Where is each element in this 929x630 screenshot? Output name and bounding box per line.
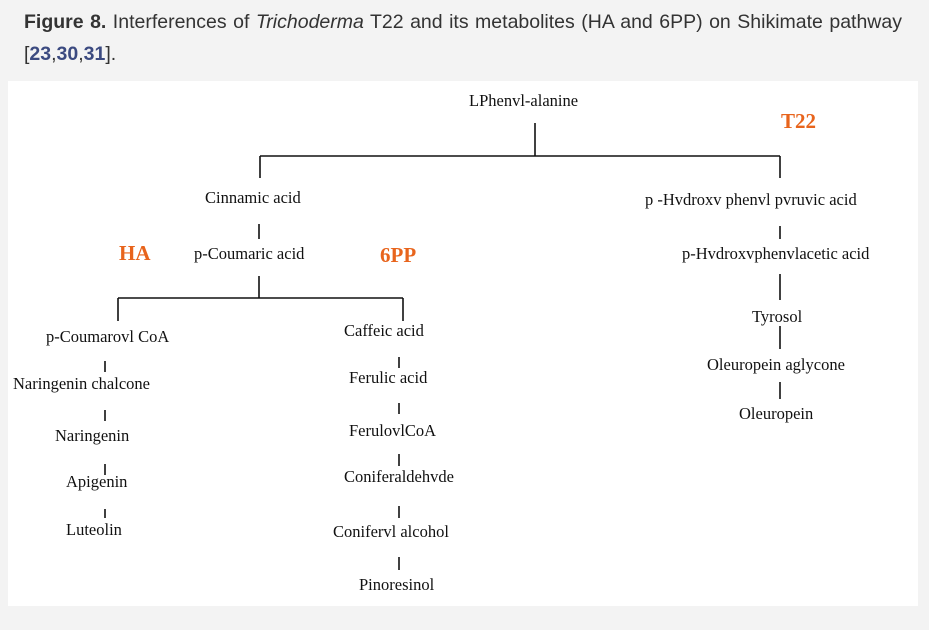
node-oleuropein: Oleuropein xyxy=(739,404,814,423)
node-root: LPhenvl-alanine xyxy=(469,91,579,110)
node-hydroxyphenylacetic-acid: p-Hvdroxvphenvlacetic acid xyxy=(682,244,870,263)
node-naringenin: Naringenin xyxy=(55,426,130,445)
node-cinnamic-acid: Cinnamic acid xyxy=(205,188,301,207)
reference-link-1[interactable]: 23 xyxy=(29,43,52,65)
node-coumaric-acid: p-Coumaric acid xyxy=(194,244,305,263)
node-coniferyl-alcohol: Conifervl alcohol xyxy=(333,522,449,541)
node-luteolin: Luteolin xyxy=(66,520,122,539)
node-caffeic-acid: Caffeic acid xyxy=(344,321,424,340)
node-oleuropein-aglycone: Oleuropein aglycone xyxy=(707,355,845,374)
ref-separator: , xyxy=(78,43,84,65)
caption-text-after: T22 and its metabolites (HA and 6PP) on … xyxy=(24,11,902,65)
caption-close: ]. xyxy=(105,43,117,65)
node-pinoresinol: Pinoresinol xyxy=(359,575,435,594)
ref-separator: , xyxy=(51,43,57,65)
agent-6pp: 6PP xyxy=(380,243,417,267)
node-hydroxyphenyl-pyruvic-acid: p -Hvdroxv phenvl pvruvic acid xyxy=(645,190,857,209)
node-apigenin: Apigenin xyxy=(66,472,128,491)
agent-t22: T22 xyxy=(781,109,817,133)
reference-link-3[interactable]: 31 xyxy=(83,43,106,65)
figure-caption: Figure 8. Interferences of Trichoderma T… xyxy=(24,6,902,70)
connector-lines xyxy=(104,123,781,570)
node-coniferaldehyde: Coniferaldehvde xyxy=(344,467,454,486)
figure-label: Figure 8. xyxy=(24,11,107,33)
node-feruloyl-coa: FerulovlCoA xyxy=(349,421,437,440)
node-ferulic-acid: Ferulic acid xyxy=(349,368,428,387)
node-tyrosol: Tyrosol xyxy=(752,307,803,326)
pathway-diagram: LPhenvl-alanine T22 Cinnamic acid HA p-C… xyxy=(8,81,918,606)
node-naringenin-chalcone: Naringenin chalcone xyxy=(13,374,150,393)
caption-text-before: Interferences of xyxy=(106,11,256,33)
node-coumaroyl-coa: p-Coumarovl CoA xyxy=(46,327,170,346)
organism-name: Trichoderma xyxy=(255,11,364,33)
agent-ha: HA xyxy=(119,241,151,265)
reference-link-2[interactable]: 30 xyxy=(56,43,79,65)
